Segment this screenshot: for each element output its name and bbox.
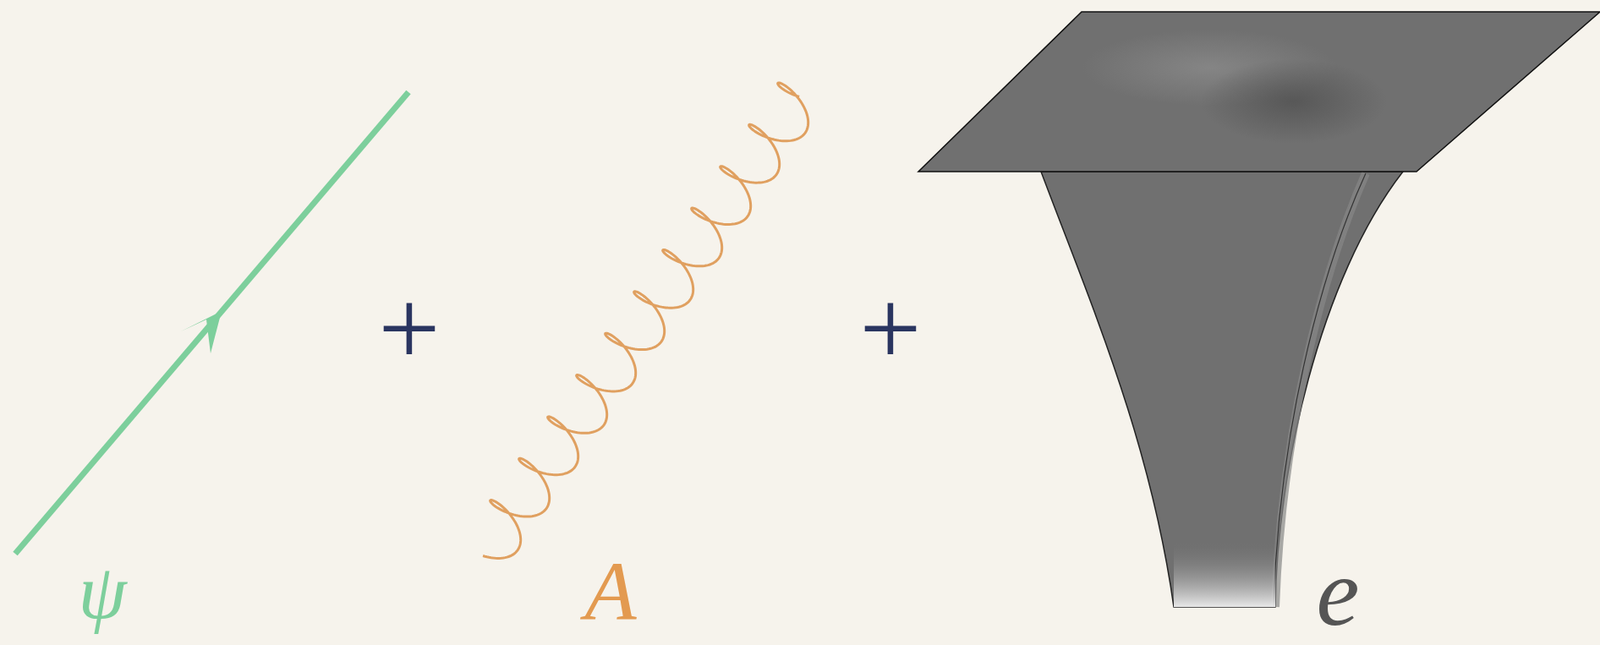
funnel-fold [1275, 173, 1366, 608]
plus-sign: + [378, 273, 440, 384]
fermion-line [15, 92, 409, 554]
brane-plane [918, 11, 1600, 172]
gauge-field-symbol: A [584, 549, 636, 635]
plane-shading [1200, 59, 1387, 144]
funnel-tip [1173, 541, 1276, 608]
plus-sign: + [859, 273, 921, 384]
fermion-arrowhead [180, 311, 222, 354]
funnel-edge [1273, 173, 1366, 608]
photon-line [482, 82, 809, 559]
vielbein-symbol: e [1315, 543, 1359, 642]
funnel-surface [1041, 171, 1403, 608]
fermion-symbol: ψ [77, 553, 127, 631]
